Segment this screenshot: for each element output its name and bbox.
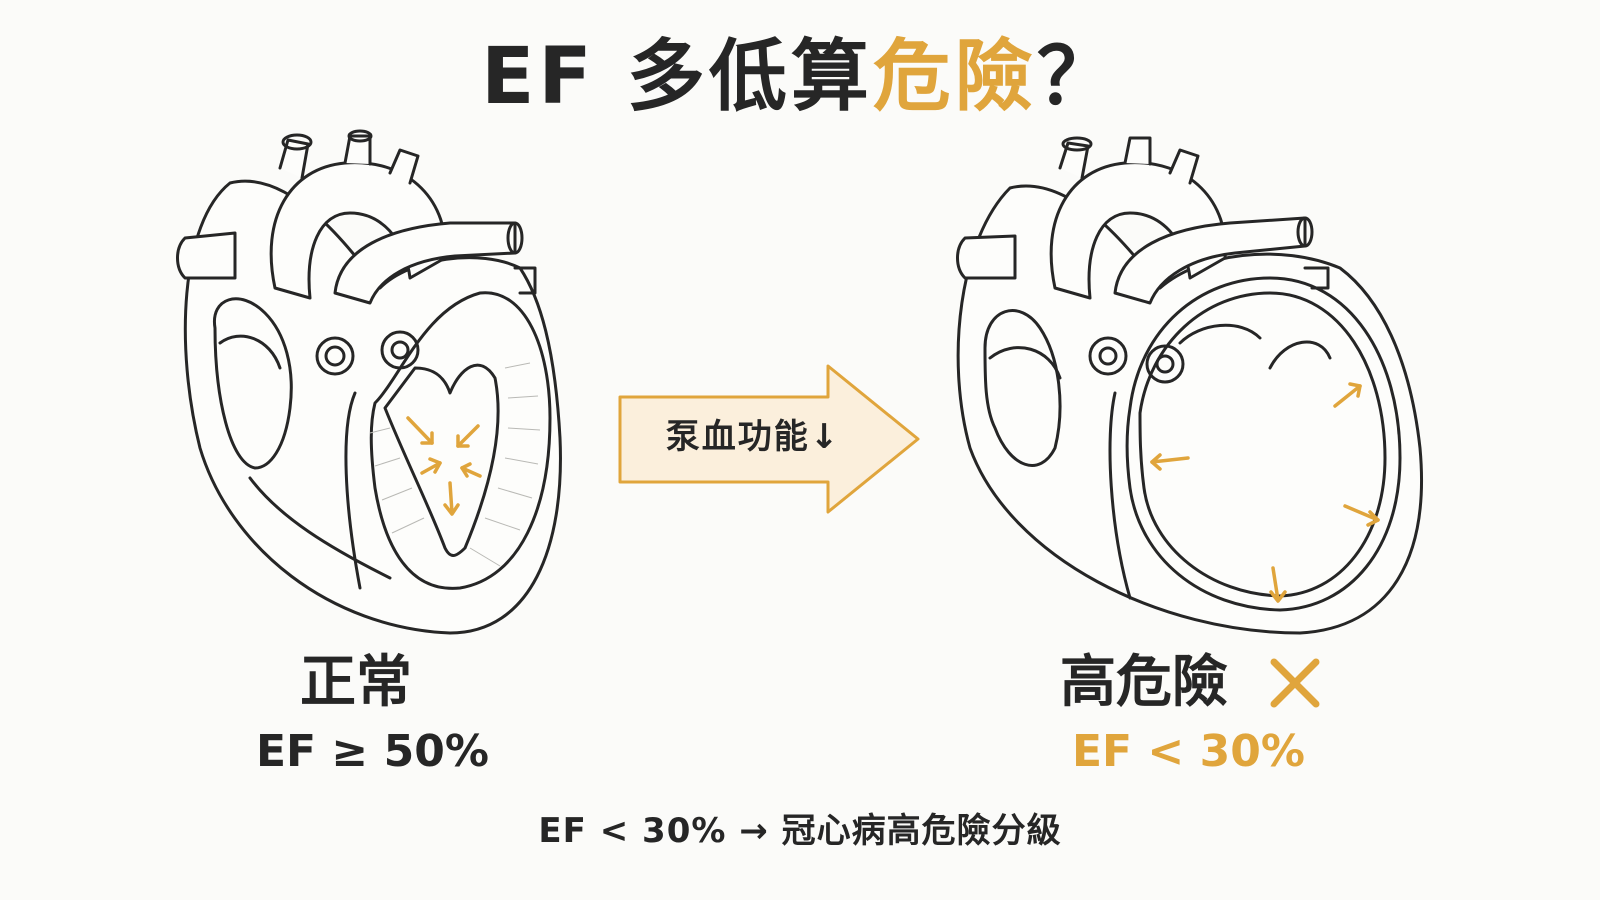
contraction-arrows	[406, 416, 482, 516]
risk-classification-note: EF < 30% → 冠心病高危險分級	[538, 811, 1062, 851]
cross-icon	[1270, 658, 1320, 708]
title-accent: 危險	[872, 32, 1037, 122]
dilated-heart-illustration	[956, 136, 1423, 635]
high-risk-label: 高危險	[1060, 650, 1228, 715]
normal-label: 正常	[300, 650, 412, 715]
high-risk-ef-value: EF < 30%	[1072, 726, 1305, 777]
page-title: EF 多低算危險？	[0, 38, 1600, 116]
pump-function-arrow: 泵血功能↓	[618, 362, 928, 517]
right-arrow-icon	[618, 364, 920, 514]
normal-ef-value: EF ≥ 50%	[256, 726, 489, 777]
pump-function-label: 泵血功能↓	[665, 417, 841, 457]
title-prefix: EF 多低算	[481, 32, 873, 122]
dilation-arrows	[1150, 382, 1380, 603]
normal-heart-illustration	[176, 129, 562, 635]
title-suffix: ？	[1036, 32, 1119, 122]
